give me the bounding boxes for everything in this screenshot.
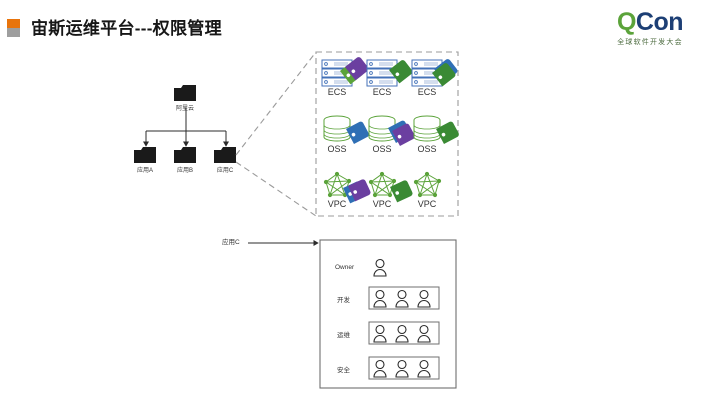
resource-label-oss-2: OSS — [372, 144, 392, 154]
tag-badge-purple — [392, 123, 415, 147]
tag-badge-purple — [348, 179, 371, 202]
resource-label-vpc-1: VPC — [327, 199, 347, 209]
database-icon — [323, 115, 351, 142]
tree-child-label-b: 应用B — [176, 168, 193, 174]
resource-label-ecs-1: ECS — [327, 87, 347, 97]
person-icon — [417, 289, 431, 308]
tag-badge-green — [436, 121, 459, 145]
folder-icon — [174, 85, 196, 101]
folder-icon — [214, 147, 236, 163]
person-icon — [395, 359, 409, 378]
folder-icon — [174, 147, 196, 163]
callout-wedge — [235, 51, 317, 217]
role-group-box — [368, 286, 440, 310]
person-icon — [373, 359, 387, 378]
tree-child-label-c: 应用C — [216, 168, 234, 174]
role-label-sec: 安全 — [337, 367, 350, 374]
page-title: 宙斯运维平台---权限管理 — [31, 19, 222, 38]
resource-label-vpc-2: VPC — [372, 199, 392, 209]
person-icon — [417, 359, 431, 378]
network-icon — [323, 171, 352, 198]
role-label-owner: Owner — [335, 264, 355, 271]
resource-label-ecs-3: ECS — [417, 87, 437, 97]
resource-label-oss-3: OSS — [417, 144, 437, 154]
person-icon — [395, 324, 409, 343]
person-icon — [373, 258, 387, 277]
role-label-dev: 开发 — [337, 297, 350, 304]
folder-icon — [134, 147, 156, 163]
database-icon — [413, 115, 441, 142]
slide-header: 宙斯运维平台---权限管理 — [0, 12, 560, 46]
network-icon — [413, 171, 442, 198]
network-icon — [368, 171, 397, 198]
resource-label-oss-1: OSS — [327, 144, 347, 154]
tag-badge-green — [389, 60, 413, 84]
tag-badge-green — [432, 63, 456, 87]
person-icon — [373, 289, 387, 308]
qcon-logo-q: Q — [616, 8, 636, 36]
title-marker-icon — [7, 19, 20, 37]
qcon-logo-subtitle: 全球软件开发大会 — [617, 39, 683, 46]
qcon-logo: QCon 全球软件开发大会 — [598, 10, 702, 47]
role-panel-border — [319, 239, 457, 389]
role-group-box — [368, 321, 440, 345]
tree-root-label: 阿里云 — [175, 106, 194, 112]
tree-connectors — [143, 108, 229, 147]
tree-child-label-a: 应用A — [136, 168, 153, 174]
person-icon — [395, 289, 409, 308]
person-icon — [417, 324, 431, 343]
role-label-ops: 运维 — [337, 332, 350, 339]
callout-label-appc: 应用C — [222, 239, 240, 246]
resource-label-ecs-2: ECS — [372, 87, 392, 97]
person-icon — [373, 324, 387, 343]
resource-label-vpc-3: VPC — [417, 199, 437, 209]
role-group-box — [368, 356, 440, 380]
qcon-logo-con: Con — [635, 8, 684, 36]
tag-badge-purple — [345, 57, 369, 81]
tag-badge-blue — [346, 121, 369, 145]
tag-badge-green — [390, 180, 413, 203]
